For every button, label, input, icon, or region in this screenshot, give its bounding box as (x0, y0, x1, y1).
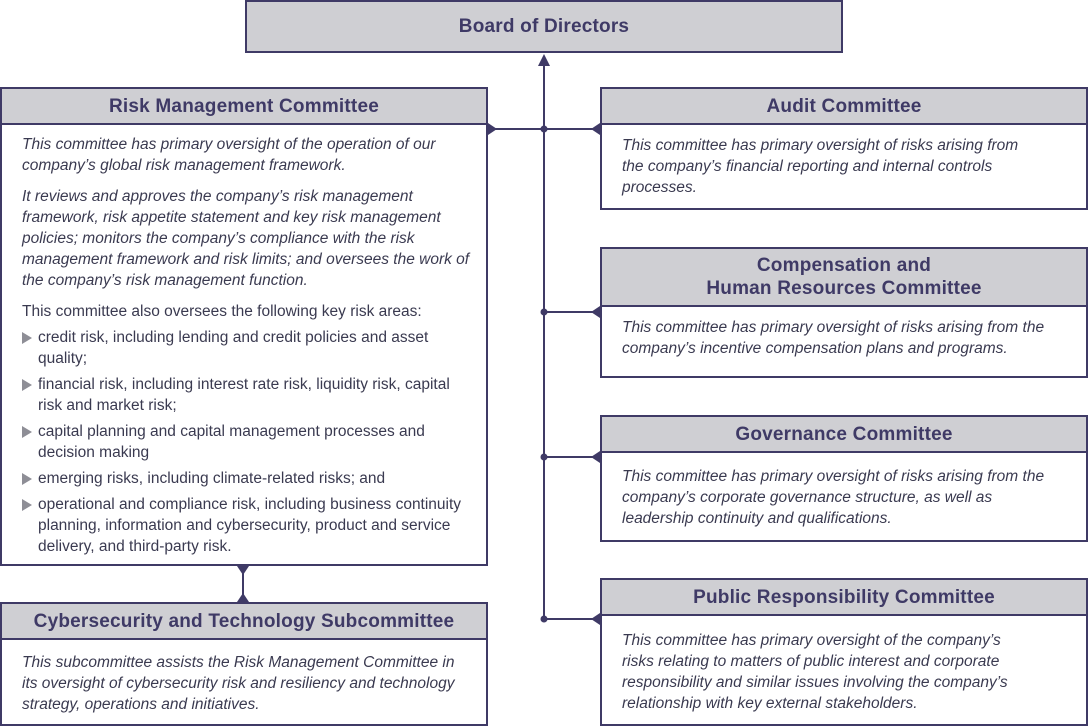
bullet-text: emerging risks, including climate-relate… (38, 470, 386, 487)
arrow-tip-audit (591, 123, 600, 135)
arrow-tip-governance (591, 451, 600, 463)
arrow-tip-risk (488, 123, 497, 135)
public-responsibility-committee-text: This committee has primary oversight of … (622, 632, 1008, 712)
cybersecurity-subcommittee-title: Cybersecurity and Technology Subcommitte… (2, 604, 486, 640)
governance-committee-title: Governance Committee (602, 417, 1086, 453)
arrow-to-board (538, 54, 550, 66)
compensation-title-line-1: Compensation and (756, 255, 932, 276)
list-item: emerging risks, including climate-relate… (22, 468, 472, 489)
junction-dot (540, 453, 548, 461)
triangle-bullet-icon (22, 473, 32, 485)
board-of-directors-box: Board of Directors (245, 0, 843, 53)
junction-dot (540, 308, 548, 316)
risk-para-1: This committee has primary oversight of … (22, 136, 436, 174)
audit-committee-box: Audit Committee This committee has prima… (600, 87, 1088, 210)
compensation-committee-box: Compensation and Human Resources Committ… (600, 247, 1088, 378)
triangle-bullet-icon (22, 499, 32, 511)
cybersecurity-subcommittee-text: This subcommittee assists the Risk Manag… (22, 654, 455, 713)
junction-dot (540, 125, 548, 133)
audit-committee-title: Audit Committee (602, 89, 1086, 125)
public-responsibility-committee-title: Public Responsibility Committee (602, 580, 1086, 616)
list-item: operational and compliance risk, includi… (22, 494, 472, 557)
risk-management-committee-title: Risk Management Committee (2, 89, 486, 125)
junction-dot (540, 615, 548, 623)
arrow-tip-risk-bottom (237, 566, 249, 575)
compensation-committee-title: Compensation and Human Resources Committ… (602, 249, 1086, 307)
list-item: financial risk, including interest rate … (22, 374, 472, 416)
key-risk-areas-list: credit risk, including lending and credi… (22, 327, 472, 557)
compensation-title-line-2: Human Resources Committee (706, 278, 982, 299)
risk-management-committee-box: Risk Management Committee This committee… (0, 87, 488, 566)
risk-management-committee-body: This committee has primary oversight of … (2, 125, 486, 557)
public-responsibility-committee-box: Public Responsibility Committee This com… (600, 578, 1088, 726)
arrow-tip-compensation (591, 306, 600, 318)
compensation-committee-text: This committee has primary oversight of … (622, 319, 1045, 357)
governance-committee-box: Governance Committee This committee has … (600, 415, 1088, 542)
board-of-directors-title: Board of Directors (247, 2, 841, 51)
risk-para-3: This committee also oversees the followi… (22, 303, 422, 320)
bullet-text: credit risk, including lending and credi… (38, 329, 429, 367)
bullet-text: operational and compliance risk, includi… (38, 496, 462, 555)
arrow-tip-cyber-top (237, 593, 249, 602)
triangle-bullet-icon (22, 379, 32, 391)
bullet-text: capital planning and capital management … (38, 423, 425, 461)
triangle-bullet-icon (22, 426, 32, 438)
risk-para-2: It reviews and approves the company’s ri… (22, 188, 470, 289)
audit-committee-text: This committee has primary oversight of … (622, 137, 1019, 196)
arrow-tip-public (591, 613, 600, 625)
cybersecurity-subcommittee-box: Cybersecurity and Technology Subcommitte… (0, 602, 488, 726)
list-item: capital planning and capital management … (22, 421, 472, 463)
triangle-bullet-icon (22, 332, 32, 344)
governance-committee-text: This committee has primary oversight of … (622, 468, 1045, 527)
list-item: credit risk, including lending and credi… (22, 327, 472, 369)
bullet-text: financial risk, including interest rate … (38, 376, 450, 414)
